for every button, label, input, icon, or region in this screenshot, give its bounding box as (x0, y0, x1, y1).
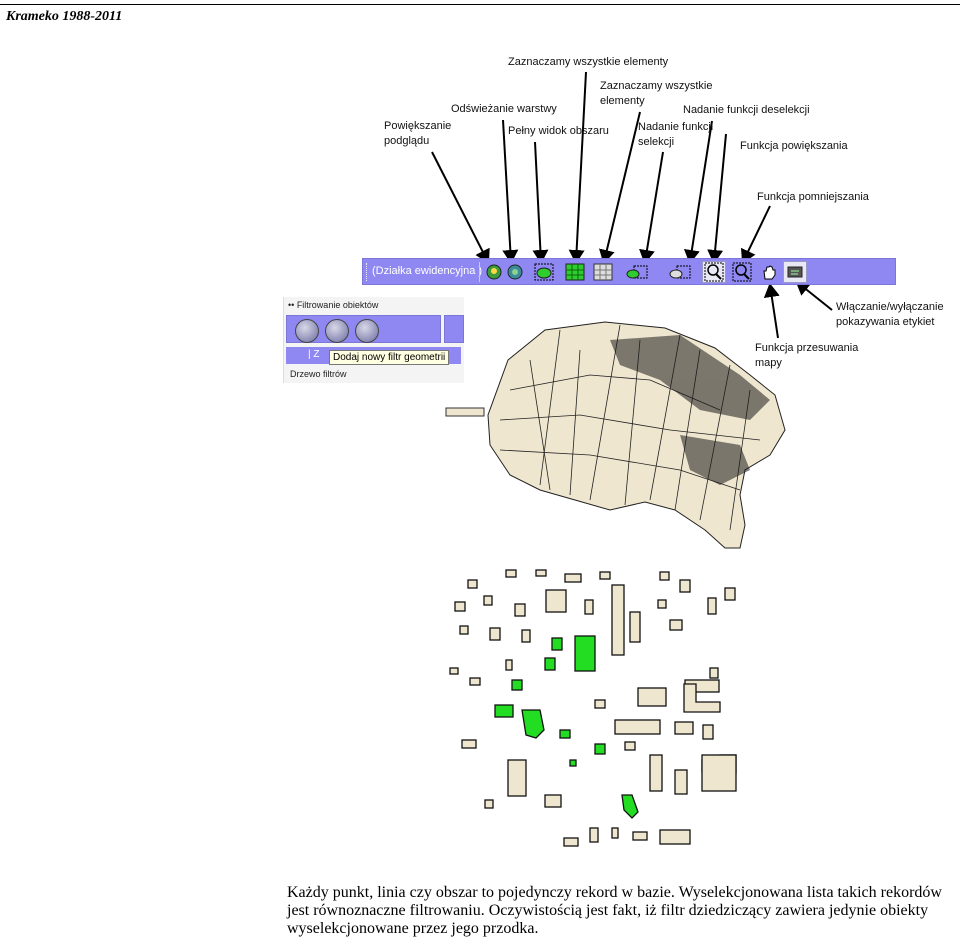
buildings (449, 569, 737, 847)
deselect-function-button[interactable] (668, 261, 692, 283)
filter-tooltip: Dodaj nowy filtr geometrii (329, 350, 450, 365)
callout-zaznaczamy-2a: Zaznaczamy wszystkie (600, 80, 712, 92)
callout-przesuwania-1: Funkcja przesuwania (755, 342, 859, 354)
callout-zaznaczamy-2b: elementy (600, 95, 645, 107)
remove-filter-button[interactable] (355, 319, 379, 343)
labels-toggle-icon (787, 266, 803, 278)
select-all-2-button[interactable] (591, 261, 615, 283)
layer-label: (Działka ewidencyjna ) (372, 265, 483, 277)
select-all-button[interactable] (563, 261, 587, 283)
filter-panel-title: •• Filtrowanie obiektów (288, 300, 379, 310)
callout-etykiet-2: pokazywania etykiet (836, 316, 934, 328)
callout-powiekszanie-1: Powiększanie (384, 120, 451, 132)
full-view-button[interactable] (532, 261, 556, 283)
zoom-preview-button[interactable] (482, 261, 506, 283)
filter-toolbar (286, 315, 441, 343)
pan-hand-icon (763, 265, 776, 280)
add-geometry-filter-button[interactable] (325, 319, 349, 343)
callout-selekcji-1: Nadanie funkcji (638, 121, 713, 133)
toolbar-grip[interactable] (366, 263, 370, 281)
callout-selekcji-2: selekcji (638, 136, 674, 148)
callout-pomniejszania: Funkcja pomniejszania (757, 191, 870, 203)
parcel-map[interactable] (440, 320, 790, 550)
callout-przesuwania-2: mapy (755, 357, 782, 369)
top-rule (0, 4, 960, 5)
callout-deselekcji: Nadanie funkcji deselekcji (683, 104, 810, 116)
zoom-out-icon (732, 262, 752, 282)
zoom-out-button[interactable] (730, 261, 754, 283)
zoom-preview-icon (486, 264, 502, 280)
select-all-2-icon (593, 263, 613, 281)
selected-buildings (494, 635, 639, 819)
buildings-map[interactable] (440, 560, 740, 860)
dense-parcel-cluster (610, 335, 770, 485)
refresh-layer-icon (507, 264, 523, 280)
callout-powiekszanie-2: podglądu (384, 135, 429, 147)
zoom-in-icon (704, 262, 724, 282)
caption-paragraph: Każdy punkt, linia czy obszar to pojedyn… (287, 884, 942, 937)
filter-row-text: | Z (308, 349, 320, 360)
l-shaped-building (683, 683, 721, 713)
filter-panel: •• Filtrowanie obiektów | Z Drzewo filtr… (283, 297, 464, 383)
filter-tree-label: Drzewo filtrów (290, 369, 347, 379)
deselect-function-icon (669, 265, 691, 279)
callout-etykiet-1: Włączanie/wyłączanie (836, 301, 944, 313)
toolbar-separator (479, 262, 480, 282)
select-function-button[interactable] (625, 261, 649, 283)
pan-button[interactable] (757, 261, 781, 283)
add-filter-button[interactable] (295, 319, 319, 343)
callout-powiekszania: Funkcja powiększania (740, 140, 848, 152)
full-view-icon (534, 263, 554, 281)
callout-pelny-widok: Pełny widok obszaru (508, 125, 609, 137)
refresh-layer-button[interactable] (503, 261, 527, 283)
callout-zaznaczamy-1: Zaznaczamy wszystkie elementy (508, 56, 669, 68)
labels-toggle-button[interactable] (783, 261, 807, 283)
map-toolbar: (Działka ewidencyjna ) (362, 258, 896, 285)
select-function-icon (626, 265, 648, 279)
zoom-in-button[interactable] (702, 261, 726, 283)
map-road-strip (445, 407, 485, 417)
select-all-icon (565, 263, 585, 281)
document-header: Krameko 1988-2011 (6, 9, 123, 24)
callout-odswiezanie: Odświeżanie warstwy (451, 103, 557, 115)
filter-toolbar-secondary (444, 315, 464, 343)
